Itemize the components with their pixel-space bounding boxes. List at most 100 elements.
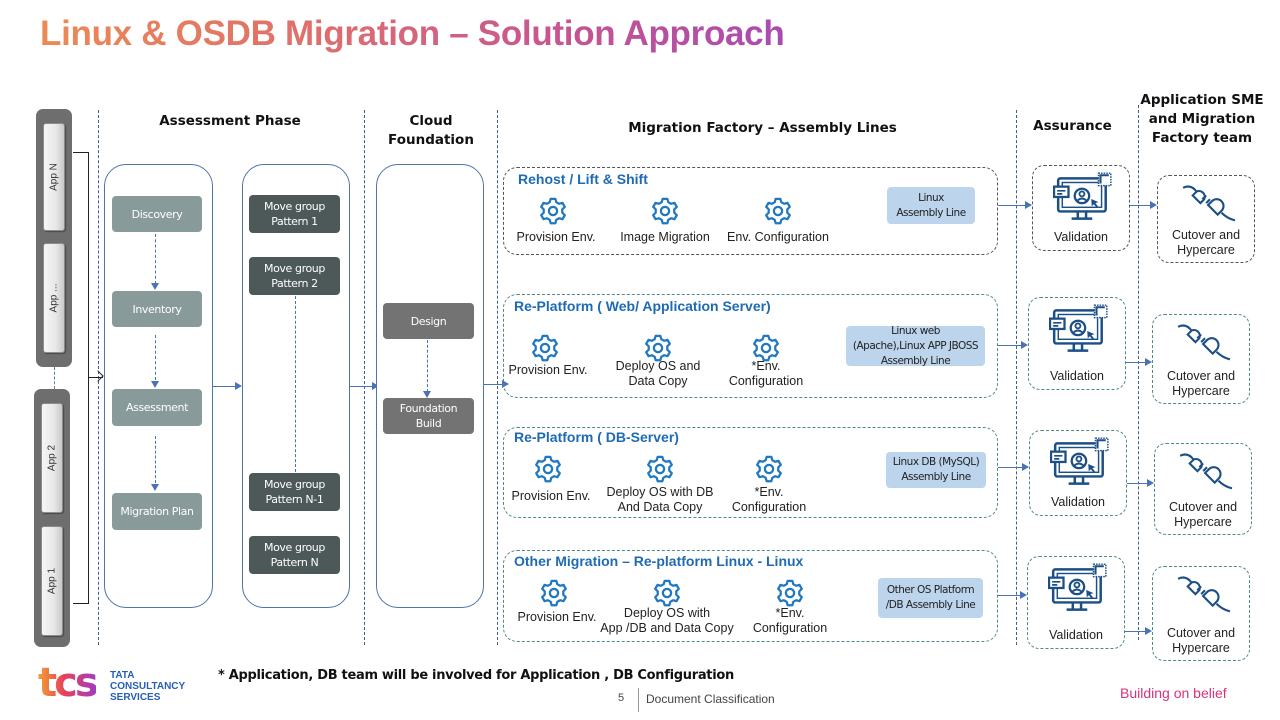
move-group-pattern-n[interactable]: Move group Pattern N [249,536,340,574]
move-group-column [242,164,350,608]
arrow-down-icon [151,283,159,290]
gear-icon [775,578,805,608]
cutover-label: Cutover and Hypercare [1171,228,1241,257]
move-group-pattern-1[interactable]: Move group Pattern 1 [249,195,340,233]
step-label: *Env. Configuration [728,359,804,388]
plug-icon [1178,450,1236,503]
cutover-box[interactable]: Cutover and Hypercare [1154,443,1252,535]
gear-icon [539,578,569,608]
arrow-right-icon [372,382,379,390]
flow-connector [295,296,296,472]
assembly-lane [503,167,998,255]
flow-arrow [998,205,1025,206]
app-card[interactable]: App N [43,123,65,231]
step-design[interactable]: Design [383,303,474,339]
monitor-user-icon [1052,172,1115,229]
step-label: *Env. Configuration [752,606,828,635]
move-group-pattern-n-1[interactable]: Move group Pattern N-1 [249,473,340,511]
validation-box[interactable]: Validation [1027,556,1125,649]
assembly-line-box[interactable]: Linux Assembly Line [887,187,975,224]
validation-box[interactable]: Validation [1029,430,1127,516]
monitor-user-icon [1049,437,1112,494]
step-label: Deploy OS and Data Copy [615,359,701,388]
slide-title: Linux & OSDB Migration – Solution Approa… [40,14,785,53]
phase-header-app-sme: Application SME and Migration Factory te… [1140,92,1264,146]
assembly-line-box[interactable]: Other OS Platform /DB Assembly Line [878,578,983,618]
flow-arrow [484,384,503,385]
step-migration-plan[interactable]: Migration Plan [112,493,202,530]
app-group-bottom: App 2 App 1 [34,389,70,647]
separator-line [364,110,365,645]
gear-icon [751,333,781,363]
plug-icon [1181,182,1239,235]
phase-header-cloud-foundation: Cloud Foundation [388,113,474,148]
assembly-line-box[interactable]: Linux web (Apache),Linux APP JBOSS Assem… [846,325,985,367]
cutover-label: Cutover and Hypercare [1166,369,1236,398]
step-label: Provision Env. [511,489,591,503]
app-group-top: App N App ... [36,109,72,367]
cloud-foundation-column [376,164,484,608]
tcs-logo: tcs [38,660,99,706]
step-label: Provision Env. [516,230,596,244]
validation-box[interactable]: Validation [1032,165,1130,251]
flow-arrow [1127,483,1147,484]
move-group-pattern-2[interactable]: Move group Pattern 2 [249,257,340,295]
flow-arrow [1126,362,1145,363]
step-discovery[interactable]: Discovery [112,196,202,232]
cutover-box[interactable]: Cutover and Hypercare [1157,175,1255,263]
arrow-right-icon [1025,201,1032,209]
arrow-right-icon [1145,358,1152,366]
step-assessment[interactable]: Assessment [112,389,202,426]
step-inventory[interactable]: Inventory [112,291,202,327]
app-card[interactable]: App 1 [41,526,63,636]
cutover-box[interactable]: Cutover and Hypercare [1152,314,1250,404]
validation-label: Validation [1049,628,1103,642]
gear-icon [538,196,568,226]
assembly-line-box[interactable]: Linux DB (MySQL) Assembly Line [886,452,986,488]
step-label: *Env. Configuration [731,485,807,514]
phase-header-assurance: Assurance [1033,118,1112,134]
cutover-label: Cutover and Hypercare [1166,626,1236,655]
lane-title: Re-Platform ( DB-Server) [514,429,679,445]
flow-arrow [1130,205,1150,206]
separator-line [1138,105,1139,640]
validation-box[interactable]: Validation [1028,297,1126,390]
lane-title: Rehost / Lift & Shift [518,171,648,187]
app-card[interactable]: App ... [43,243,65,353]
arrow-right-icon [1145,627,1152,635]
plug-icon [1176,573,1234,626]
step-label: Env. Configuration [727,230,829,244]
lane-title: Re-Platform ( Web/ Application Server) [514,298,771,314]
gear-icon [530,333,560,363]
phase-header-assessment: Assessment Phase [159,113,301,129]
flow-arrow [350,386,372,387]
arrow-right-icon [1147,479,1154,487]
gear-icon [533,454,563,484]
bracket-arrow-line [89,377,103,378]
step-foundation-build[interactable]: Foundation Build [383,398,474,434]
step-label: Deploy OS with App /DB and Data Copy [600,606,734,635]
page-number: 5 [618,692,625,704]
monitor-user-icon [1047,563,1110,620]
footer-note: * Application, DB team will be involved … [218,668,734,683]
app-bracket [73,152,89,604]
step-label: Deploy OS with DB And Data Copy [606,485,714,514]
flow-arrow [998,595,1020,596]
gear-icon [645,454,675,484]
gear-icon [652,578,682,608]
app-card[interactable]: App 2 [41,403,63,513]
separator-line [1016,110,1017,645]
arrow-right-icon [1021,341,1028,349]
app-connector [54,367,55,389]
cutover-box[interactable]: Cutover and Hypercare [1152,566,1250,661]
tagline: Building on belief [1120,685,1227,701]
gear-icon [650,196,680,226]
gear-icon [754,454,784,484]
flow-connector [427,340,428,392]
assembly-lane [503,550,998,642]
flow-connector [155,436,156,483]
validation-label: Validation [1050,369,1104,383]
monitor-user-icon [1048,304,1111,361]
gear-icon [643,333,673,363]
arrow-down-icon [423,391,431,398]
